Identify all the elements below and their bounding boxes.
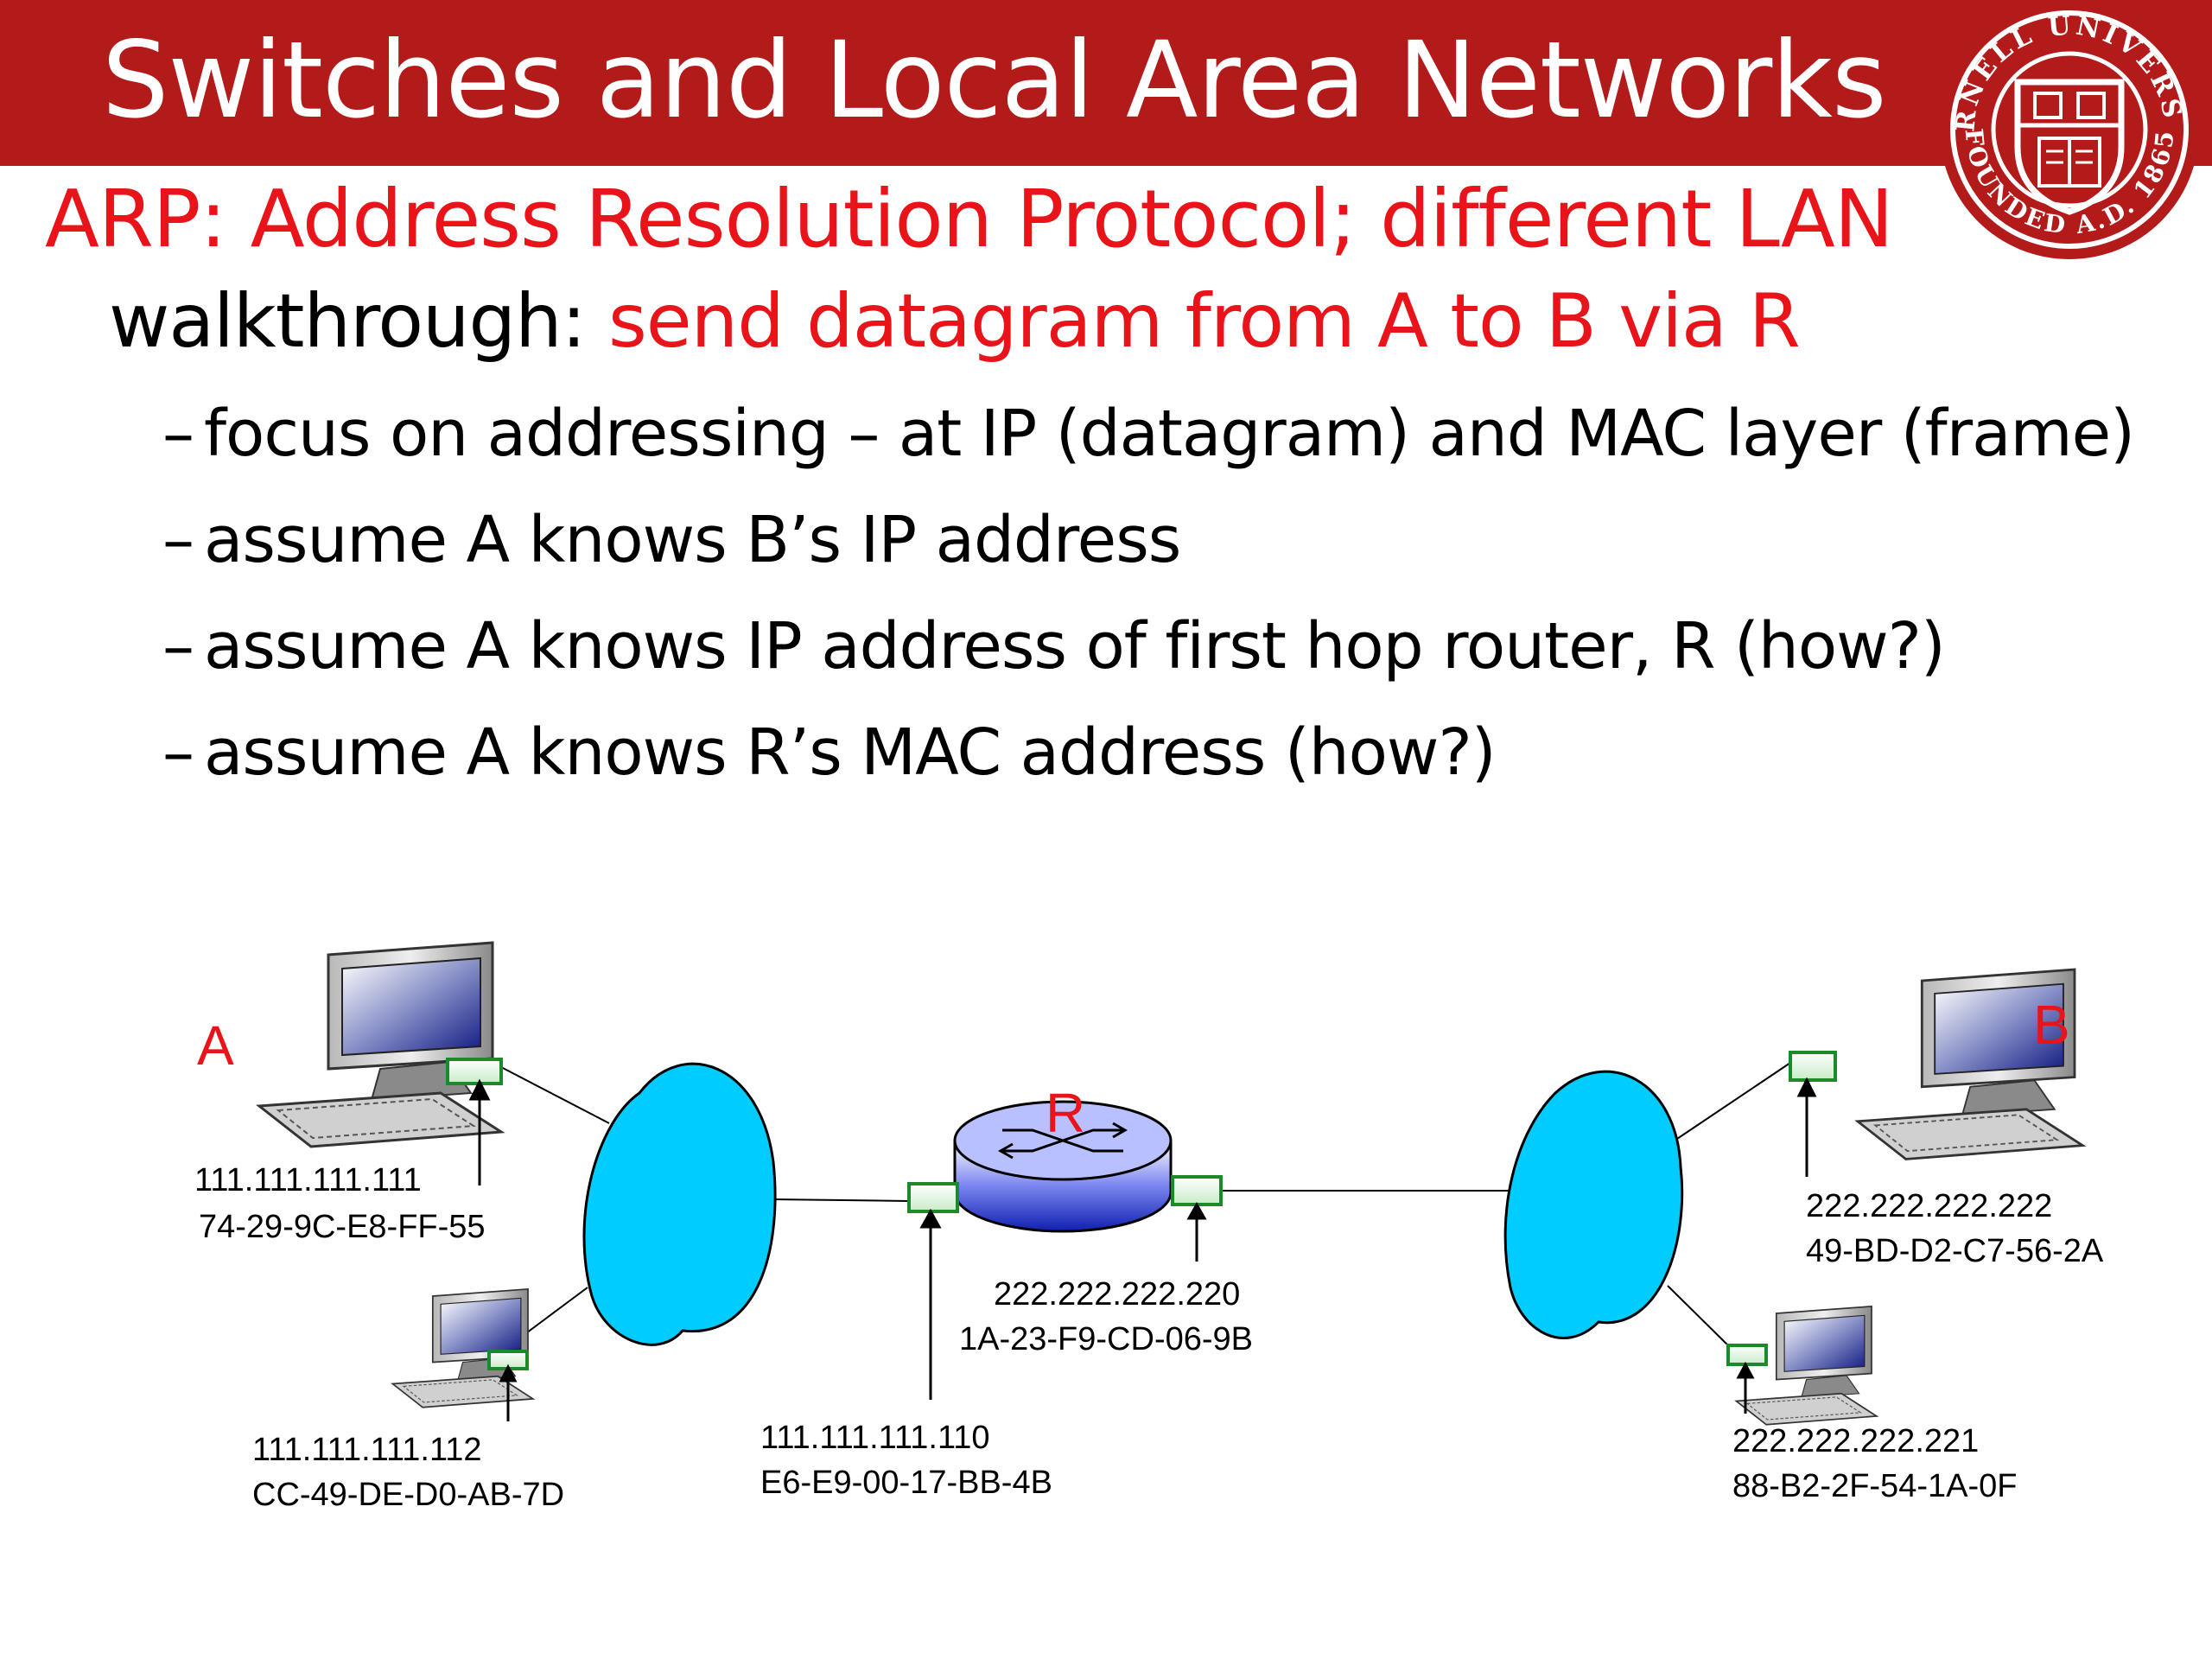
bullet-item: –assume A knows IP address of first hop … bbox=[162, 603, 2134, 709]
host-left-lower-ip: 111.111.111.112 bbox=[252, 1432, 482, 1468]
host-b-mac: 49-BD-D2-C7-56-2A bbox=[1806, 1233, 2104, 1269]
bullet-dash: – bbox=[162, 609, 194, 683]
link-line bbox=[1667, 1285, 1734, 1351]
bullet-item: –assume A knows B’s IP address bbox=[162, 497, 2134, 603]
walkthrough-highlight: send datagram from A to B via R bbox=[607, 278, 1801, 365]
host-b-ip: 222.222.222.222 bbox=[1806, 1188, 2052, 1224]
bullet-dash: – bbox=[162, 503, 194, 577]
bullet-text: assume A knows B’s IP address bbox=[204, 503, 1181, 577]
link-line bbox=[500, 1066, 610, 1124]
desktop-computer-icon bbox=[257, 941, 503, 1148]
bullet-list: –focus on addressing – at IP (datagram) … bbox=[162, 391, 2135, 816]
router-icon bbox=[953, 1100, 1173, 1233]
bullet-text: focus on addressing – at IP (datagram) a… bbox=[204, 397, 2135, 471]
host-right-lower-ip: 222.222.222.221 bbox=[1732, 1423, 1979, 1459]
slide-title: Switches and Local Area Networks bbox=[102, 19, 1887, 142]
title-bar bbox=[0, 0, 2212, 166]
bullet-text: assume A knows R’s MAC address (how?) bbox=[204, 715, 1497, 790]
adapter-icon bbox=[1726, 1344, 1768, 1366]
cornell-seal-icon: CORNELL UNIVERSITY FOUNDED A.D. 1865 bbox=[1927, 0, 2199, 259]
adapter-icon bbox=[446, 1058, 503, 1085]
host-a-mac: 74-29-9C-E8-FF-55 bbox=[199, 1209, 486, 1245]
adapter-icon bbox=[1789, 1051, 1837, 1082]
host-b-label: B bbox=[2033, 994, 2070, 1056]
desktop-computer-icon bbox=[391, 1288, 534, 1408]
bullet-item: –focus on addressing – at IP (datagram) … bbox=[162, 391, 2135, 497]
adapter-icon bbox=[1171, 1175, 1223, 1206]
router-label: R bbox=[1046, 1082, 1085, 1144]
host-left-lower-mac: CC-49-DE-D0-AB-7D bbox=[252, 1477, 564, 1513]
bullet-text: assume A knows IP address of first hop r… bbox=[204, 609, 1946, 683]
host-right-lower-mac: 88-B2-2F-54-1A-0F bbox=[1732, 1468, 2017, 1504]
host-a-ip: 111.111.111.111 bbox=[194, 1162, 422, 1198]
walkthrough-lead: walkthrough: bbox=[109, 278, 608, 365]
network-cloud-icon bbox=[1503, 1070, 1684, 1339]
link-line bbox=[771, 1198, 910, 1202]
bullet-dash: – bbox=[162, 715, 194, 790]
bullet-item: –assume A knows R’s MAC address (how?) bbox=[162, 709, 2134, 816]
host-a-label: A bbox=[197, 1014, 234, 1077]
network-diagram: A B R 111.111.111.111 74-29-9C-E8-FF-55 … bbox=[194, 941, 2104, 1513]
router-right-if-mac: 1A-23-F9-CD-06-9B bbox=[959, 1321, 1253, 1357]
bullet-dash: – bbox=[162, 397, 194, 471]
router-left-if-ip: 111.111.111.110 bbox=[760, 1420, 990, 1456]
adapter-icon bbox=[907, 1182, 959, 1213]
network-cloud-icon bbox=[582, 1062, 777, 1346]
router-left-if-mac: E6-E9-00-17-BB-4B bbox=[760, 1465, 1052, 1501]
walkthrough-line: walkthrough: send datagram from A to B v… bbox=[109, 278, 1801, 365]
router-right-if-ip: 222.222.222.220 bbox=[994, 1276, 1240, 1313]
link-line bbox=[1671, 1062, 1791, 1143]
slide-subtitle: ARP: Address Resolution Protocol; differ… bbox=[45, 173, 1894, 265]
